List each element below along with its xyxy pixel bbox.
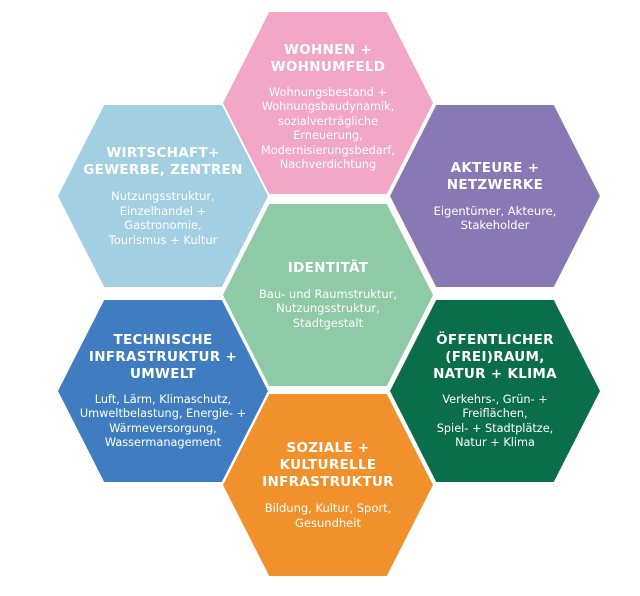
- hexagon-akteure: AKTEURE + NETZWERKE Eigentümer, Akteure,…: [390, 105, 600, 287]
- hexagon-title: IDENTITÄT: [287, 259, 369, 276]
- hexagon-title: TECHNISCHE INFRASTRUKTUR + UMWELT: [88, 331, 238, 382]
- hexagon-technische: TECHNISCHE INFRASTRUKTUR + UMWELT Luft, …: [58, 300, 268, 482]
- hexagon-body: Bau- und Raumstruktur, Nutzungsstruktur,…: [258, 286, 398, 330]
- hexagon-body: Nutzungsstruktur, Einzelhandel + Gastron…: [108, 189, 218, 247]
- hexagon-title: WIRTSCHAFT+ GEWERBE, ZENTREN: [83, 145, 243, 178]
- hexagon-body: Eigentümer, Akteure, Stakeholder: [433, 203, 557, 233]
- hexagon-body: Verkehrs-, Grün- + Freiflächen, Spiel- +…: [436, 392, 554, 450]
- hexagon-title: WOHNEN + WOHNUMFELD: [270, 41, 386, 75]
- hexagon-title: ÖFFENTLICHER (FREI)RAUM, NATUR + KLIMA: [433, 331, 557, 382]
- hexagon-body: Bildung, Kultur, Sport, Gesundheit: [264, 501, 392, 530]
- hexagon-wohnen: WOHNEN + WOHNUMFELD Wohnungsbestand + Wo…: [223, 12, 433, 194]
- hexagon-soziale: SOZIALE + KULTURELLE INFRASTRUKTUR Bildu…: [223, 394, 433, 576]
- hexagon-identitaet: IDENTITÄT Bau- und Raumstruktur, Nutzung…: [223, 204, 433, 386]
- hexagon-title: SOZIALE + KULTURELLE INFRASTRUKTUR: [262, 440, 394, 490]
- hexagon-oeffentlich: ÖFFENTLICHER (FREI)RAUM, NATUR + KLIMA V…: [390, 300, 600, 482]
- hexagon-body: Luft, Lärm, Klimaschutz, Umweltbelastung…: [79, 392, 247, 450]
- hexagon-wirtschaft: WIRTSCHAFT+ GEWERBE, ZENTREN Nutzungsstr…: [58, 105, 268, 287]
- hexagon-body: Wohnungsbestand + Wohnungsbaudynamik, so…: [261, 85, 395, 172]
- hexagon-title: AKTEURE + NETZWERKE: [446, 159, 544, 193]
